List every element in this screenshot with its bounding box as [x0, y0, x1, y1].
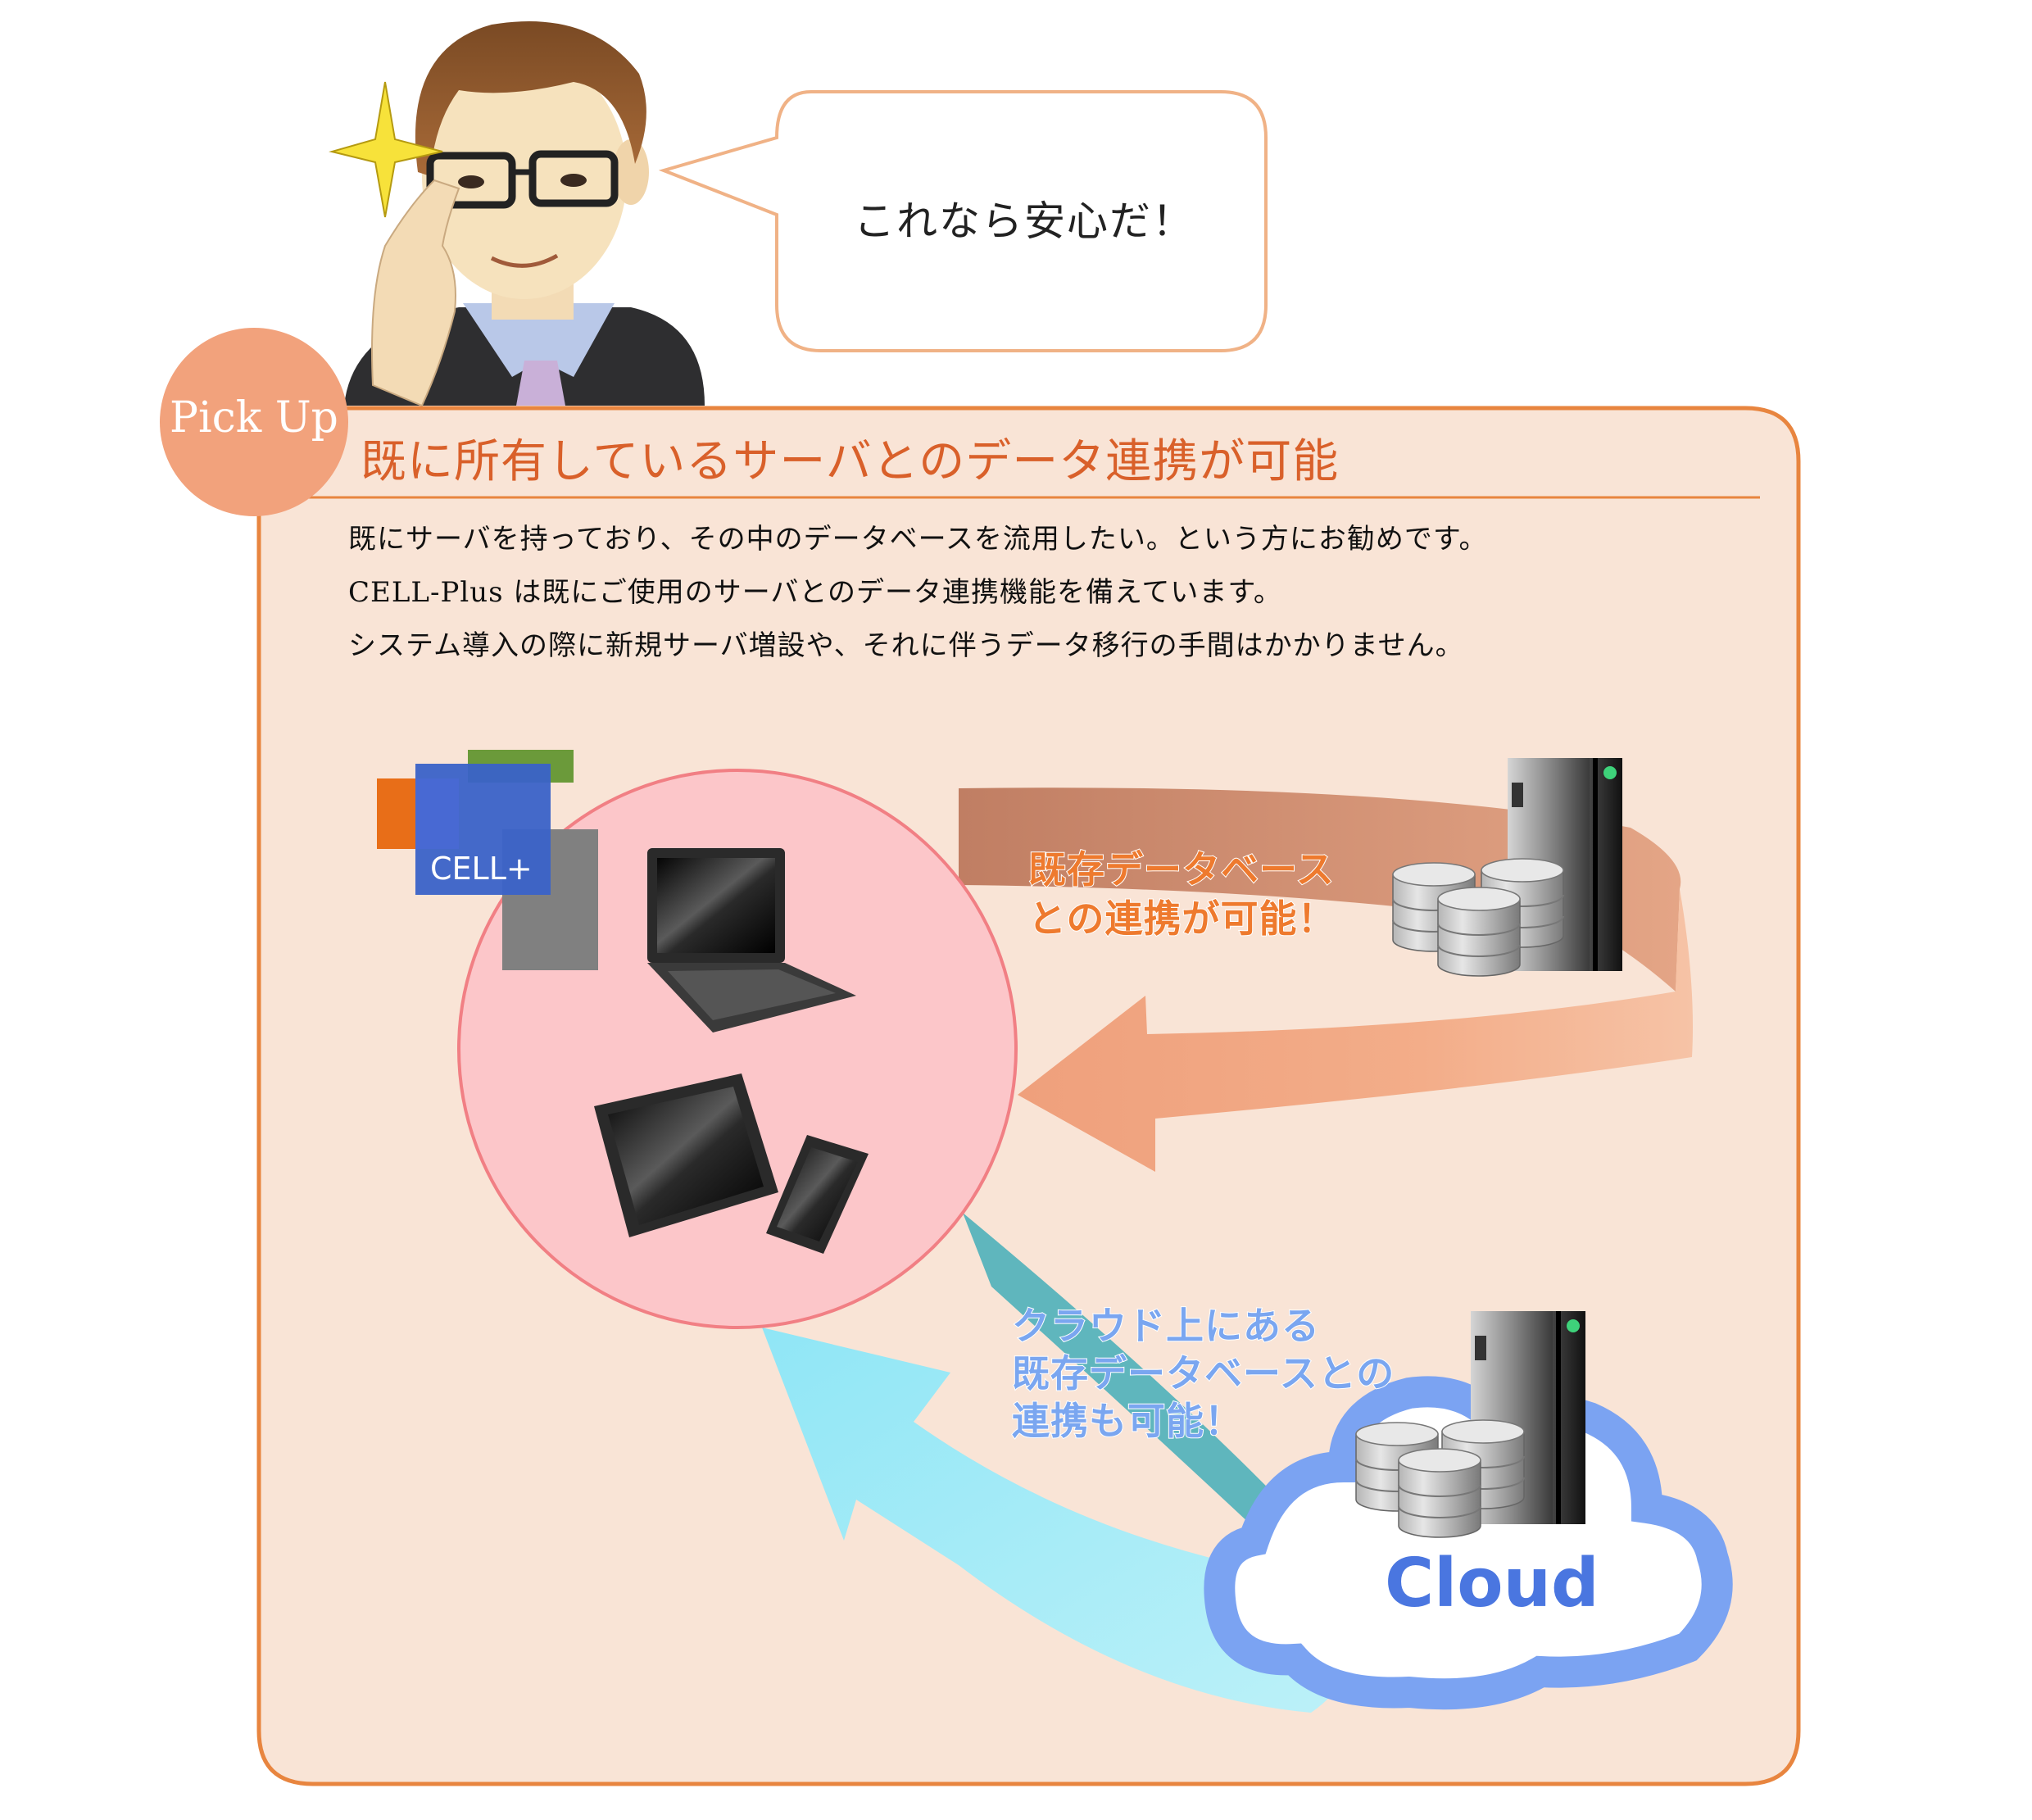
existing-db-arrow: [1018, 889, 1693, 1172]
cell-plus-logo: [377, 750, 598, 970]
page-title: 既に所有しているサーバとのデータ連携が可能: [361, 435, 1340, 488]
existing-db-caption-line-1: 既存データベース: [1027, 846, 1335, 892]
cloud-db-caption-line-3: 連携も可能！: [1011, 1398, 1243, 1444]
existing-db-arc: [959, 787, 1681, 992]
pickup-badge: [160, 328, 348, 516]
description-line-2: CELL-Plus は既にご使用のサーバとのデータ連携機能を備えています。: [348, 576, 1282, 609]
speech-text: これなら安心だ！: [854, 197, 1195, 245]
description-line-1: 既にサーバを持っており、その中のデータベースを流用したい。という方にお勧めです。: [348, 523, 1488, 556]
cloud-db-caption-line-2: 既存データベースとの: [1011, 1350, 1395, 1396]
cloud-db-caption-line-1: クラウド上にある: [1011, 1303, 1320, 1349]
laptop-icon: [647, 848, 856, 1033]
cloud-db-arc: [963, 1213, 1368, 1577]
speech-bubble: [658, 90, 1268, 352]
cloud-icon: [1204, 1376, 1733, 1710]
existing-db-caption-line-2: との連携が可能！: [1027, 896, 1336, 942]
character-illustration: [329, 21, 705, 407]
tablet-icon: [594, 1073, 778, 1237]
cloud-label: Cloud: [1385, 1545, 1599, 1623]
cell-plus-logo-text: CELL+: [430, 851, 533, 887]
pickup-badge-label: Pick Up: [170, 393, 338, 443]
smartphone-icon: [766, 1135, 869, 1254]
description-line-3: システム導入の際に新規サーバ増設や、それに伴うデータ移行の手間はかかりません。: [348, 629, 1464, 662]
